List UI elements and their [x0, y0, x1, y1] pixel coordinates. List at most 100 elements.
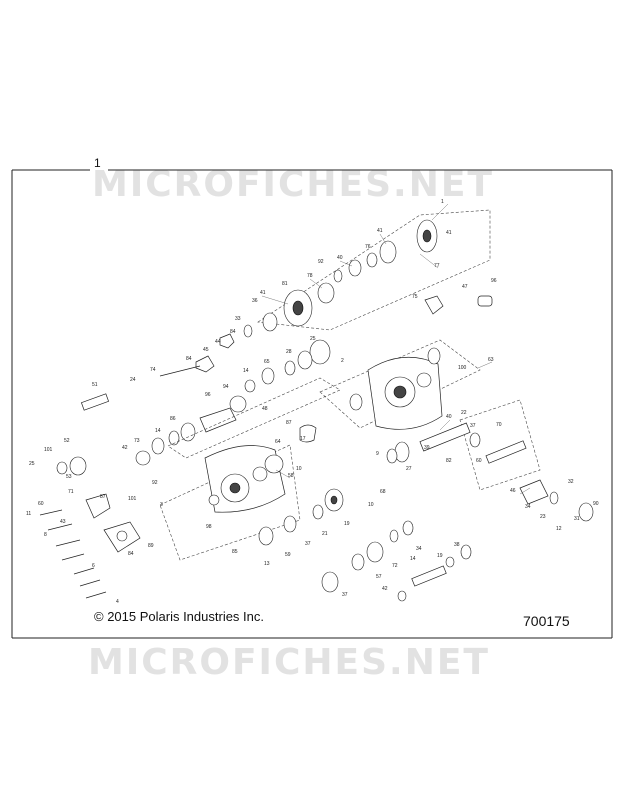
callout: 14: [155, 428, 161, 434]
callout: 14: [243, 368, 249, 374]
callout: 40: [446, 414, 452, 420]
callout: 52: [64, 438, 70, 444]
callout: 9: [376, 451, 379, 457]
callout: 41: [377, 228, 383, 234]
shift-fork-group: [159, 333, 331, 413]
callout: 63: [488, 357, 494, 363]
watermark-top: MICROFICHES.NET: [92, 164, 494, 205]
callout: 8: [44, 532, 47, 538]
callout: 37: [342, 592, 348, 598]
callout: 51: [92, 382, 98, 388]
callout: 75: [412, 294, 418, 300]
callout: 89: [148, 543, 154, 549]
callout: 6: [92, 563, 95, 569]
callout: 13: [264, 561, 270, 567]
callout: 33: [235, 316, 241, 322]
callout: 64: [275, 439, 281, 445]
callout: 28: [286, 349, 292, 355]
callout: 96: [205, 392, 211, 398]
callout: 84: [128, 551, 134, 557]
callout: 76: [365, 244, 371, 250]
left-housing: [159, 424, 317, 561]
callout: 25: [29, 461, 35, 467]
callout: 31: [574, 516, 580, 522]
callout: 43: [60, 519, 66, 525]
callout: 12: [556, 526, 562, 532]
leader-lines: [261, 203, 531, 495]
callout: 68: [380, 489, 386, 495]
callout: 101: [128, 496, 137, 502]
callout: 87: [100, 494, 106, 500]
callout: 25: [310, 336, 316, 342]
callout: 71: [68, 489, 74, 495]
callout: 85: [232, 549, 238, 555]
callout: 53: [66, 474, 72, 480]
callout: 23: [540, 514, 546, 520]
callout: 72: [392, 563, 398, 569]
callout: 19: [344, 521, 350, 527]
callout: 94: [223, 384, 229, 390]
mid-shaft-group: [56, 377, 341, 476]
callout: 60: [38, 501, 44, 507]
callout: 84: [186, 356, 192, 362]
callout: 74: [150, 367, 156, 373]
callout: 92: [152, 480, 158, 486]
callout: 100: [458, 365, 467, 371]
callout: 82: [446, 458, 452, 464]
callout: 34: [416, 546, 422, 552]
callout: 44: [215, 339, 221, 345]
callout: 45: [203, 347, 209, 353]
callout: 39: [424, 445, 430, 451]
callout: 96: [491, 278, 497, 284]
callout: 1: [441, 199, 444, 205]
figure-number: 1: [94, 156, 101, 170]
callout: 87: [286, 420, 292, 426]
lower-gear-train: [258, 488, 472, 602]
callout: 98: [206, 524, 212, 530]
callout: 3: [160, 502, 163, 508]
callout: 65: [264, 359, 270, 365]
callout: 60: [476, 458, 482, 464]
callout: 34: [525, 504, 531, 510]
callout: 37: [470, 423, 476, 429]
callout: 32: [568, 479, 574, 485]
copyright-text: © 2015 Polaris Industries Inc.: [94, 609, 264, 624]
callout: 90: [593, 501, 599, 507]
output-shaft-group: [386, 399, 594, 522]
callout: 14: [410, 556, 416, 562]
left-bracket-group: [39, 493, 141, 599]
callout: 59: [285, 552, 291, 558]
callout: 2: [341, 358, 344, 364]
callout: 36: [252, 298, 258, 304]
callout: 41: [446, 230, 452, 236]
callout: 37: [305, 541, 311, 547]
callout: 38: [454, 542, 460, 548]
callout: 17: [300, 436, 306, 442]
callout-labels: 1 41 41 76 40 92 78 81 41 36 33 84 44 45…: [26, 199, 599, 605]
callout: 58: [288, 473, 294, 479]
callout: 46: [510, 488, 516, 494]
callout: 77: [434, 263, 440, 269]
callout: 70: [496, 422, 502, 428]
callout: 81: [282, 281, 288, 287]
diagram-frame: [11, 169, 613, 639]
callout: 42: [382, 586, 388, 592]
diagram-code: 700175: [523, 613, 570, 629]
callout: 24: [130, 377, 136, 383]
right-housing: [319, 295, 493, 430]
callout: 78: [307, 273, 313, 279]
callout: 10: [296, 466, 302, 472]
callout: 84: [230, 329, 236, 335]
callout: 47: [462, 284, 468, 290]
callout: 57: [376, 574, 382, 580]
callout: 11: [26, 511, 31, 517]
callout: 27: [406, 466, 412, 472]
callout: 42: [122, 445, 128, 451]
callout: 86: [170, 416, 176, 422]
callout: 10: [368, 502, 374, 508]
callout: 19: [437, 553, 443, 559]
callout: 48: [262, 406, 268, 412]
callout: 92: [318, 259, 324, 265]
upper-gear-train: [243, 209, 491, 338]
